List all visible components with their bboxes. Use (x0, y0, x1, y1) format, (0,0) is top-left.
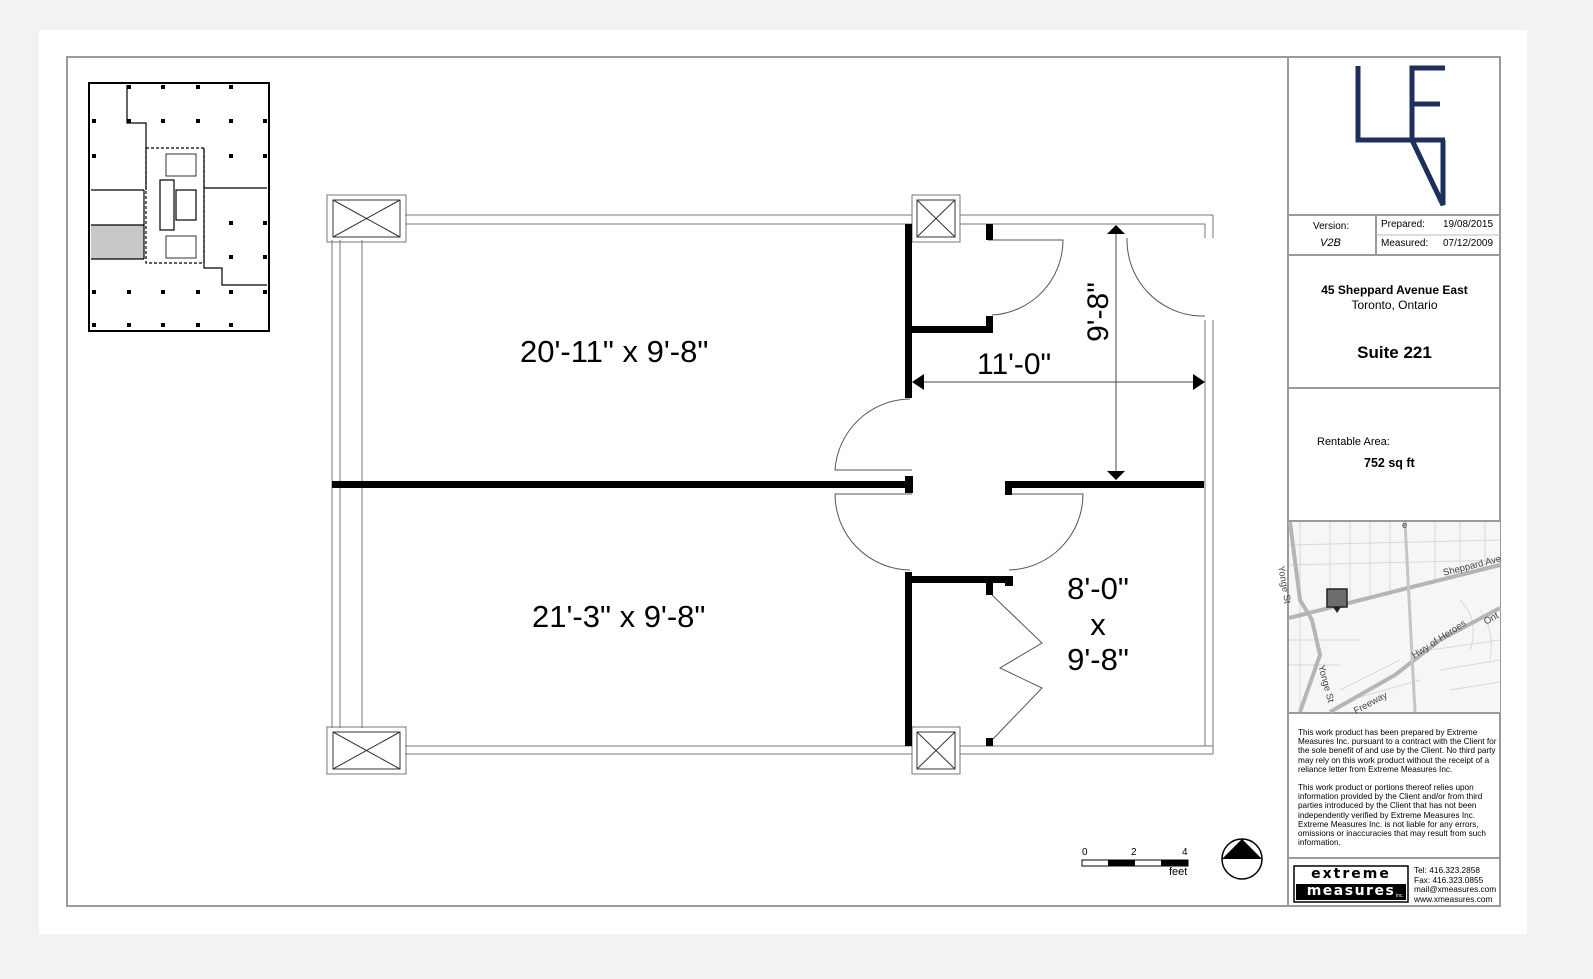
rentable-area-value: 752 sq ft (1364, 456, 1415, 470)
scale-tick-2: 2 (1131, 847, 1137, 858)
extreme-logo-inc: inc. (1396, 893, 1404, 899)
dimension-width-label: 11'-0" (977, 348, 1052, 381)
interior-walls (332, 224, 1204, 746)
prepared-value: 19/08/2015 (1443, 219, 1494, 230)
dimension-height-label: 9'-8" (1082, 282, 1115, 342)
prepared-label: Prepared: (1381, 219, 1425, 230)
contact-mail[interactable]: mail@xmeasures.com (1414, 884, 1497, 894)
scale-bar (1081, 859, 1189, 867)
extreme-logo-line2: measures (1306, 883, 1396, 899)
room-label-3-width: 8'-0" (1067, 571, 1129, 606)
drawing-frame (66, 56, 1501, 907)
version-value: V2B (1320, 237, 1341, 249)
room-label-3-x: x (1090, 606, 1106, 642)
scale-unit: feet (1169, 866, 1188, 878)
floor-plan (326, 194, 1214, 775)
room-label-1: 20'-11" x 9'-8" (520, 334, 709, 369)
disclaimer-paragraph-1: This work product has been prepared by E… (1298, 728, 1497, 774)
disclaimer: This work product has been prepared by E… (1298, 728, 1498, 856)
room-label-3: 8'-0" x 9'-8" (1058, 571, 1138, 678)
rentable-area-label: Rentable Area: (1317, 436, 1390, 448)
measured-value: 07/12/2009 (1443, 238, 1494, 249)
contact-fax: Fax: 416.323.0855 (1414, 874, 1484, 885)
contact-info: Tel: 416.323.2858 Fax: 416.323.0855 mail… (1414, 865, 1497, 904)
scale-tick-0: 0 (1082, 847, 1088, 858)
room-label-3-depth: 9'-8" (1067, 642, 1129, 678)
address-line2: Toronto, Ontario (1351, 298, 1438, 312)
disclaimer-paragraph-2: This work product or portions thereof re… (1298, 783, 1486, 848)
room-label-2: 21'-3" x 9'-8" (532, 599, 706, 634)
contact-tel: Tel: 416.323.2858 (1414, 865, 1480, 875)
scale-tick-4: 4 (1182, 847, 1188, 858)
company-logo (1355, 65, 1446, 207)
version-label: Version: (1313, 221, 1350, 232)
suite-title: Suite 221 (1357, 343, 1432, 362)
map-label-e: e (1402, 520, 1408, 531)
location-map (1288, 521, 1501, 714)
dimension-arrows (912, 225, 1205, 480)
address-line1: 45 Sheppard Avenue East (1321, 283, 1468, 297)
north-arrow-icon (1221, 838, 1263, 880)
building-keyplan (88, 82, 270, 332)
contact-web[interactable]: www.xmeasures.com (1414, 893, 1493, 904)
extreme-logo-line1: extreme (1311, 866, 1391, 882)
extreme-measures-logo (1293, 865, 1409, 903)
measured-label: Measured: (1381, 238, 1429, 249)
